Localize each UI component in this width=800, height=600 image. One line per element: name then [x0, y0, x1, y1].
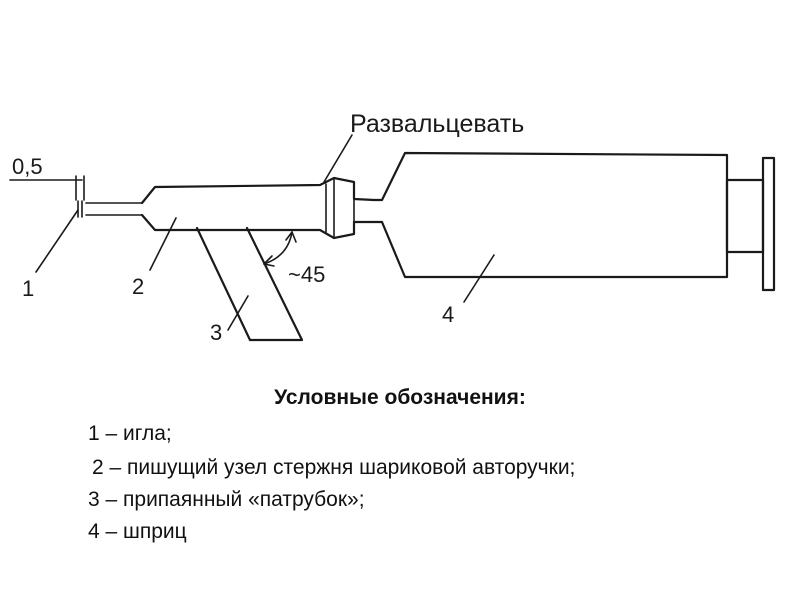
part1-label: 1: [22, 276, 34, 301]
soldered-nozzle: [195, 226, 304, 342]
part4-leader: [463, 254, 495, 303]
pen-unit-body: [140, 176, 376, 240]
flare-leader: [323, 134, 353, 183]
part1-leader: [35, 209, 79, 273]
legend-item-3: 3 – припаянный «патрубок»;: [88, 488, 365, 511]
needle: [77, 200, 143, 218]
flare-note: Развальцевать: [350, 110, 524, 138]
legend-item-4: 4 – шприц: [88, 520, 187, 543]
angle-label: ~45: [288, 262, 325, 287]
legend-item-2: 2 – пишущий узел стержня шариковой автор…: [92, 456, 576, 479]
part2-label: 2: [132, 274, 144, 299]
syringe-plunger: [725, 156, 776, 292]
legend-item-1: 1 – игла;: [88, 422, 172, 445]
dimension-label: 0,5: [12, 154, 43, 179]
dimension-marker: 0,5: [9, 154, 85, 201]
part3-label: 3: [210, 320, 222, 345]
angle-arc: [263, 231, 293, 265]
part2-leader: [149, 217, 177, 271]
legend-title: Условные обозначения:: [274, 386, 526, 409]
part3-leader: [227, 295, 249, 331]
syringe-assembly-diagram: 0,5 ~45 Развальцевать 1 2 3 4: [9, 110, 776, 345]
part4-label: 4: [442, 302, 454, 327]
syringe-barrel: [372, 151, 729, 279]
